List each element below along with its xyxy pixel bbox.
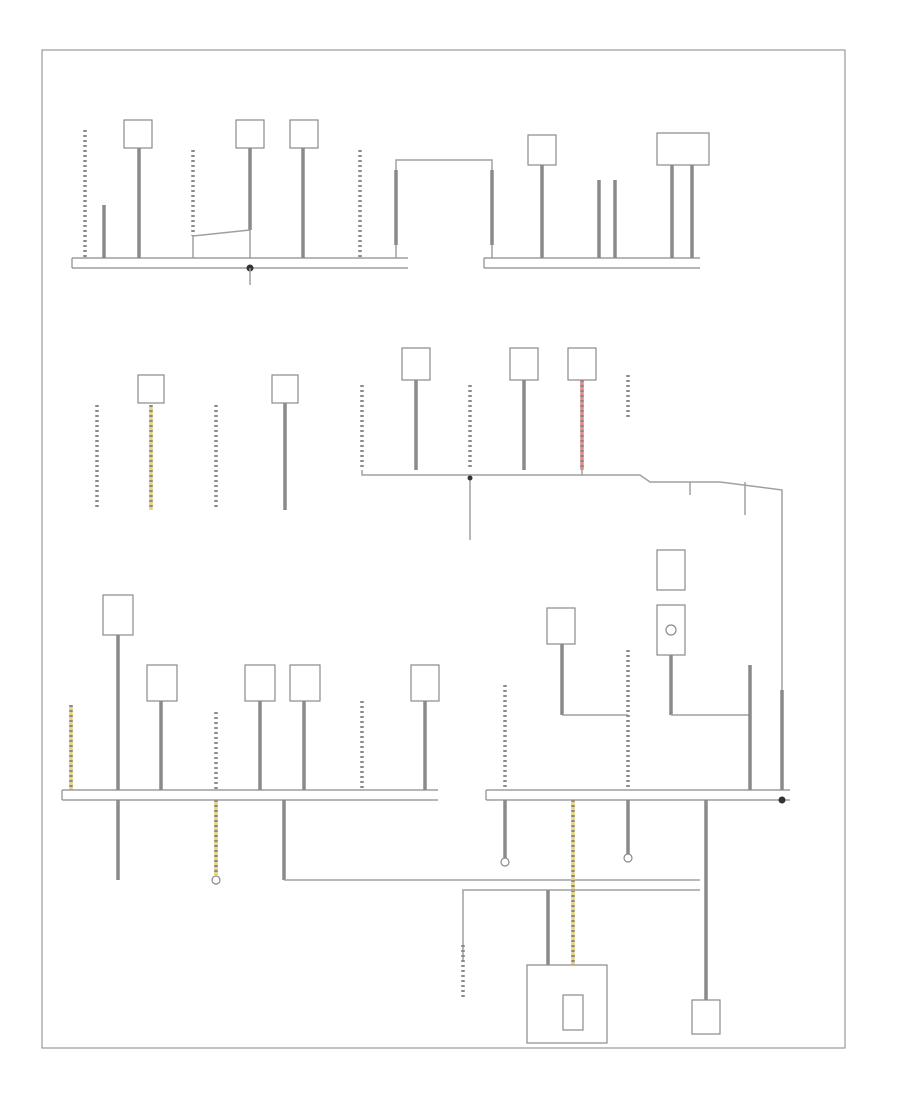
component-box	[509, 347, 539, 381]
component-box	[235, 119, 265, 149]
component-box	[102, 594, 134, 636]
component-box	[123, 119, 153, 149]
component-box	[567, 347, 597, 381]
component-box	[691, 999, 721, 1035]
top-right-ground-group	[483, 132, 710, 269]
middle-left-ground-group	[95, 374, 299, 510]
component-box	[410, 664, 440, 702]
component-box	[527, 134, 557, 166]
middle-right-ground-group	[360, 347, 783, 790]
component-box	[546, 607, 576, 645]
component-box	[562, 994, 584, 1031]
component-box	[146, 664, 178, 702]
component-box	[656, 549, 686, 591]
ground-point	[467, 475, 473, 481]
bottom-right-ground-group	[461, 549, 790, 1044]
component-box	[271, 374, 299, 404]
component-box	[289, 119, 319, 149]
top-left-ground-group	[71, 119, 493, 285]
bottom-left-ground-group	[61, 594, 700, 885]
component-box	[401, 347, 431, 381]
component-box	[244, 664, 276, 702]
component-box	[137, 374, 165, 404]
diagram-frame	[41, 49, 846, 1049]
component-box	[289, 664, 321, 702]
ground-point	[778, 796, 786, 804]
component-box	[656, 132, 710, 166]
